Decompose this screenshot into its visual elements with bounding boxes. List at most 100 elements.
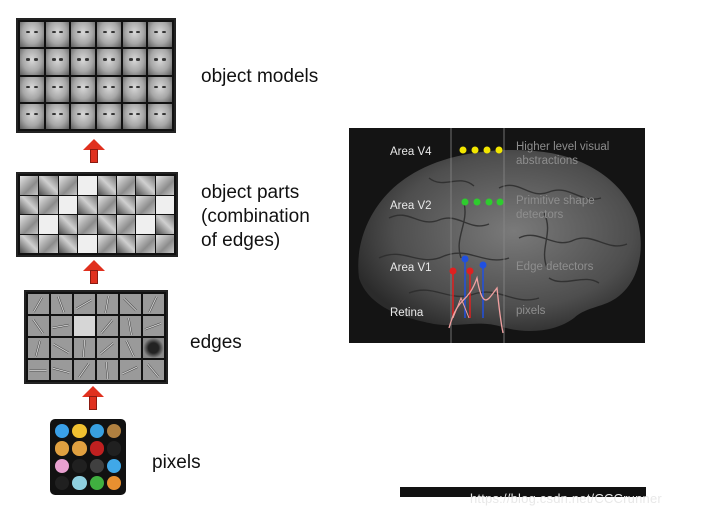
face-tile bbox=[148, 76, 172, 102]
edge-tile bbox=[51, 294, 72, 314]
part-tile bbox=[116, 195, 136, 214]
v1-detectors bbox=[449, 255, 487, 318]
v2-dot bbox=[496, 198, 504, 206]
pixel-dot bbox=[55, 424, 70, 439]
face-tile bbox=[96, 49, 121, 75]
pixel-dot bbox=[55, 441, 70, 456]
face-tile bbox=[71, 22, 95, 48]
v2-description-line-1: Primitive shape bbox=[516, 195, 595, 207]
pixel-dot bbox=[72, 458, 87, 473]
face-tile bbox=[20, 103, 44, 129]
v2-description: Primitive shape detectors bbox=[516, 194, 595, 222]
part-tile bbox=[39, 176, 58, 195]
edge-tile bbox=[74, 360, 95, 380]
watermark-text: https://blog.csdn.net/CCCrunner bbox=[470, 491, 662, 506]
part-tile bbox=[155, 215, 174, 234]
edges-label: edges bbox=[190, 332, 242, 353]
part-tile bbox=[136, 176, 155, 195]
edge-tile bbox=[143, 316, 164, 336]
object-parts-label: object parts (combination of edges) bbox=[201, 181, 310, 253]
edge-tile bbox=[51, 360, 72, 380]
edge-tile bbox=[28, 338, 49, 358]
area-v4-label: Area V4 bbox=[390, 146, 432, 158]
area-v2-label: Area V2 bbox=[390, 200, 432, 212]
part-tile bbox=[58, 215, 78, 234]
edge-tile bbox=[28, 294, 49, 314]
pixels-label: pixels bbox=[152, 452, 201, 473]
face-tile bbox=[45, 49, 70, 75]
pixel-dot bbox=[72, 475, 87, 490]
part-tile bbox=[136, 234, 155, 253]
face-tile bbox=[20, 49, 44, 75]
part-tile bbox=[39, 234, 58, 253]
face-tile bbox=[96, 22, 121, 48]
part-tile bbox=[155, 176, 174, 195]
pixel-dot bbox=[106, 475, 121, 490]
edge-tile bbox=[74, 338, 95, 358]
part-tile bbox=[97, 215, 116, 234]
part-tile bbox=[97, 176, 116, 195]
object-parts-line-3: of edges) bbox=[201, 230, 281, 251]
edge-tile bbox=[97, 316, 118, 336]
edge-tile bbox=[74, 294, 95, 314]
pixel-dot bbox=[106, 441, 121, 456]
edge-tile bbox=[120, 316, 141, 336]
face-tile bbox=[148, 22, 172, 48]
part-tile bbox=[78, 234, 97, 253]
face-tile bbox=[20, 22, 44, 48]
face-tile bbox=[45, 22, 70, 48]
edge-tile bbox=[51, 338, 72, 358]
area-v1-label: Area V1 bbox=[390, 262, 432, 274]
edge-tile bbox=[97, 294, 118, 314]
part-tile bbox=[20, 176, 39, 195]
face-tile bbox=[96, 76, 121, 102]
part-tile bbox=[97, 234, 116, 253]
part-tile bbox=[116, 215, 136, 234]
part-tile bbox=[155, 234, 174, 253]
part-tile bbox=[116, 176, 136, 195]
v1-description: Edge detectors bbox=[516, 261, 594, 273]
face-tile bbox=[71, 49, 95, 75]
part-tile bbox=[78, 195, 97, 214]
face-tile bbox=[71, 76, 95, 102]
edge-tile bbox=[97, 360, 118, 380]
edge-tile bbox=[120, 338, 141, 358]
part-tile bbox=[39, 215, 58, 234]
face-tile bbox=[122, 103, 147, 129]
face-tile bbox=[45, 76, 70, 102]
part-tile bbox=[58, 234, 78, 253]
face-tile bbox=[148, 49, 172, 75]
face-tile bbox=[20, 76, 44, 102]
face-tile bbox=[122, 49, 147, 75]
v4-description-line-1: Higher level visual bbox=[516, 141, 610, 153]
retina-label: Retina bbox=[390, 307, 424, 319]
part-tile bbox=[58, 195, 78, 214]
part-tile bbox=[116, 234, 136, 253]
v2-dot bbox=[473, 198, 481, 206]
object-parts-image bbox=[16, 172, 178, 257]
pixel-dot bbox=[106, 424, 121, 439]
brain-shape bbox=[358, 149, 641, 331]
up-arrow-icon bbox=[82, 386, 104, 410]
object-parts-line-2: (combination bbox=[201, 206, 310, 227]
part-tile bbox=[39, 195, 58, 214]
brain-illustration bbox=[358, 128, 641, 343]
v2-dot bbox=[461, 198, 469, 206]
edge-tile bbox=[28, 360, 49, 380]
face-tile bbox=[45, 103, 70, 129]
face-tile bbox=[71, 103, 95, 129]
part-tile bbox=[136, 215, 155, 234]
v4-dot bbox=[483, 146, 491, 154]
pixel-dot bbox=[89, 458, 104, 473]
object-models-label: object models bbox=[201, 66, 319, 87]
watermark-bar bbox=[400, 487, 646, 497]
part-tile bbox=[58, 176, 78, 195]
part-tile bbox=[155, 195, 174, 214]
brain-visual-cortex-panel: Area V4 Area V2 Area V1 Retina Higher le… bbox=[349, 128, 645, 343]
v4-description: Higher level visual abstractions bbox=[516, 140, 609, 168]
edges-image bbox=[24, 290, 168, 384]
part-tile bbox=[20, 215, 39, 234]
part-tile bbox=[78, 215, 97, 234]
pixel-dot bbox=[55, 475, 70, 490]
pixel-dot bbox=[72, 441, 87, 456]
